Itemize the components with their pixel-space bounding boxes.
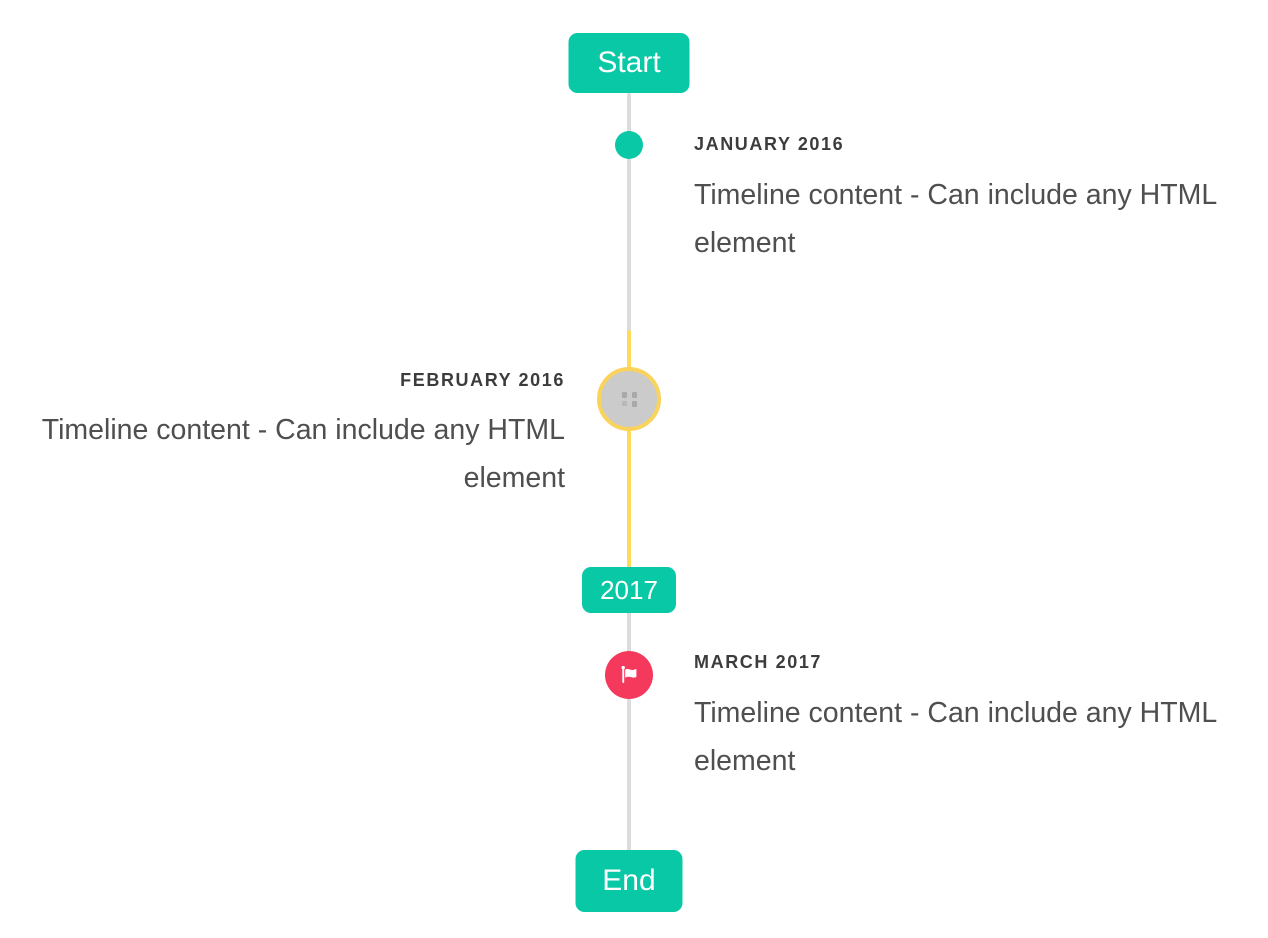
timeline-marker-image-circle [597,367,661,431]
entry-content: Timeline content - Can include any HTML … [694,179,1217,259]
year-badge: 2017 [582,567,676,613]
timeline-line-highlighted-segment [627,330,631,567]
timeline-marker-flag [605,651,653,699]
entry-date-march-2017: MARCH 2017 [694,652,823,672]
end-button[interactable]: End [575,850,683,912]
entry-date-february-2016: FEBRUARY 2016 [400,370,565,390]
entry-date-january-2016: JANUARY 2016 [694,134,845,154]
broken-image-icon [621,391,637,407]
entry-content: Timeline content - Can include any HTML … [41,414,565,494]
flag-icon [616,662,642,688]
entry-content: Timeline content - Can include any HTML … [694,697,1217,777]
timeline-marker-dot [615,131,643,159]
start-button[interactable]: Start [568,33,690,93]
